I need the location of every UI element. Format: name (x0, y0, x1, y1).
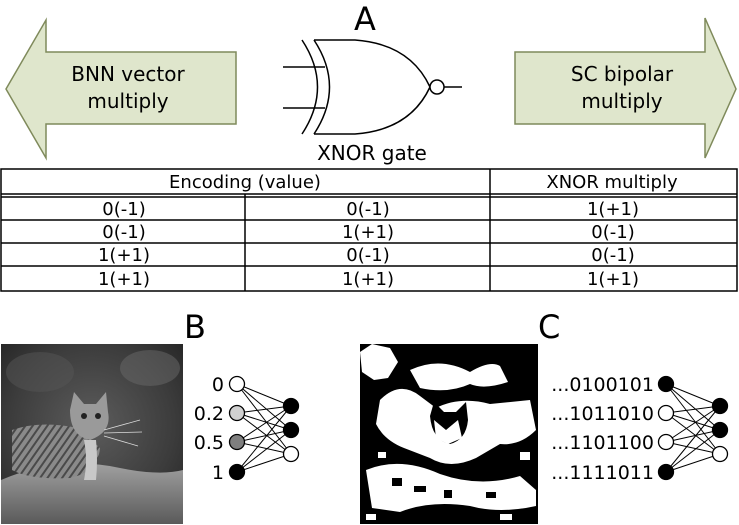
output-node (711, 421, 729, 439)
output-node (282, 397, 300, 415)
panel-b-network-edges (236, 383, 292, 473)
panel-c-bitstream-label: ...0100101 (551, 374, 654, 396)
table-cell: 0(-1) (102, 199, 145, 220)
cat-grayscale-image (1, 344, 183, 524)
table-cell: 1(+1) (587, 199, 639, 220)
truth-table (0, 168, 738, 292)
table-cell: 1(+1) (98, 245, 150, 266)
table-cell: 0(-1) (346, 245, 389, 266)
right-arrow-line2: multiply (581, 89, 662, 113)
panel-b-input-nodes (228, 375, 246, 481)
panel-b-label: B (184, 308, 206, 346)
panel-c-bitstream-label: ...1101100 (551, 432, 654, 454)
panel-b-input-label: 0.2 (194, 403, 224, 425)
right-arrow-shape (514, 17, 737, 159)
panel-b-input-label: 1 (212, 462, 224, 484)
output-node (282, 445, 300, 463)
output-node (711, 397, 729, 415)
table-cell: 0(-1) (591, 222, 634, 243)
input-node (657, 463, 675, 481)
panel-c-bitstream-label: ...1111011 (551, 462, 654, 484)
output-node (282, 421, 300, 439)
input-node (657, 404, 675, 422)
input-node (657, 375, 675, 393)
panel-c-bitstream-label: ...1011010 (551, 403, 654, 425)
right-arrow-line1: SC bipolar (571, 62, 674, 86)
panel-b-input-label: 0.5 (194, 432, 224, 454)
input-node (228, 433, 246, 451)
table-cell: 1(+1) (98, 269, 150, 290)
panel-c-label: C (538, 308, 560, 346)
panel-b-input-label: 0 (212, 374, 224, 396)
panel-c-output-nodes (711, 397, 729, 463)
input-node (228, 375, 246, 393)
panel-c-network-edges (665, 383, 721, 473)
cat-binary-image (360, 344, 538, 524)
output-node (711, 445, 729, 463)
table-cell: 0(-1) (102, 222, 145, 243)
xnor-gate-icon (283, 39, 462, 135)
table-body: 0(-1) 0(-1) 1(+1) 0(-1) 1(+1) 0(-1) 1(+1… (98, 199, 639, 290)
input-node (228, 463, 246, 481)
left-arrow-line2: multiply (87, 89, 168, 113)
table-header-encoding: Encoding (value) (169, 172, 321, 193)
table-cell: 0(-1) (346, 199, 389, 220)
table-cell: 1(+1) (342, 222, 394, 243)
input-node (228, 404, 246, 422)
table-cell: 0(-1) (591, 245, 634, 266)
left-arrow-shape (5, 17, 237, 161)
table-cell: 1(+1) (342, 269, 394, 290)
panel-b-output-nodes (282, 397, 300, 463)
left-arrow-line1: BNN vector (71, 62, 185, 86)
input-node (657, 433, 675, 451)
table-header-xnor: XNOR multiply (546, 172, 678, 193)
panel-a-label: A (354, 0, 376, 38)
panel-c-input-nodes (657, 375, 675, 481)
xnor-gate-label: XNOR gate (317, 141, 427, 165)
table-cell: 1(+1) (587, 269, 639, 290)
